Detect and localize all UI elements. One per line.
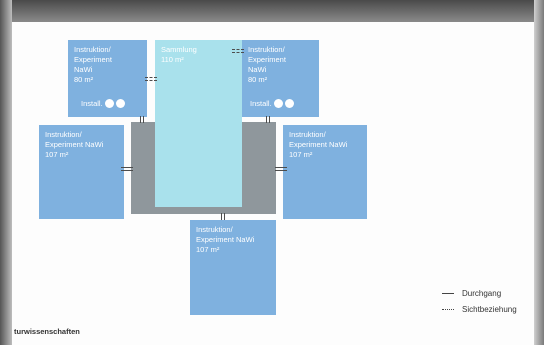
window-left-frame — [0, 0, 12, 345]
installation-dot-icon — [284, 99, 294, 108]
passage-connector-top-right — [266, 116, 270, 123]
room-top-left[interactable]: Instruktion/ Experiment NaWi 80 m² — [68, 40, 147, 117]
installation-marker-left: Install. — [81, 99, 125, 108]
legend-label: Sichtbeziehung — [462, 304, 517, 314]
room-bottom[interactable]: Instruktion/ Experiment NaWi 107 m² — [190, 220, 276, 315]
footer-caption: turwissenschaften — [14, 327, 80, 336]
room-name: Sammlung — [161, 45, 197, 54]
legend-label: Durchgang — [462, 288, 502, 298]
legend-item-sightline: Sichtbeziehung — [442, 301, 517, 317]
window-top-frame — [0, 0, 544, 22]
sightline-connector-top-left — [145, 77, 157, 81]
installation-marker-right: Install. — [250, 99, 294, 108]
legend: Durchgang Sichtbeziehung — [442, 285, 517, 317]
passage-connector-middle-left — [121, 167, 133, 171]
room-name: Instruktion/ Experiment NaWi — [74, 45, 112, 74]
installation-label: Install. — [81, 99, 103, 108]
dotted-line-icon — [442, 308, 454, 310]
installation-label: Install. — [250, 99, 272, 108]
passage-connector-bottom — [221, 213, 225, 220]
floorplan-canvas: Sammlung 110 m² Instruktion/ Experiment … — [12, 22, 534, 345]
window-right-frame — [534, 0, 544, 345]
room-area: 80 m² — [248, 75, 268, 84]
room-name: Instruktion/ Experiment NaWi — [289, 130, 348, 149]
sightline-connector-top-right — [232, 49, 244, 53]
room-area: 107 m² — [45, 150, 69, 159]
room-middle-right[interactable]: Instruktion/ Experiment NaWi 107 m² — [283, 125, 367, 219]
room-name: Instruktion/ Experiment NaWi — [45, 130, 104, 149]
installation-dot-icon — [104, 99, 114, 108]
room-area: 80 m² — [74, 75, 94, 84]
room-name: Instruktion/ Experiment NaWi — [196, 225, 255, 244]
room-area: 107 m² — [196, 245, 220, 254]
installation-dot-icon — [273, 99, 283, 108]
legend-item-passage: Durchgang — [442, 285, 517, 301]
passage-connector-middle-right — [275, 167, 287, 171]
solid-line-icon — [442, 292, 454, 294]
room-area: 107 m² — [289, 150, 313, 159]
room-sammlung[interactable]: Sammlung 110 m² — [155, 40, 242, 207]
installation-dot-icon — [115, 99, 125, 108]
passage-connector-top-left — [140, 116, 144, 123]
room-name: Instruktion/ Experiment NaWi — [248, 45, 286, 74]
room-area: 110 m² — [161, 55, 184, 64]
room-middle-left[interactable]: Instruktion/ Experiment NaWi 107 m² — [39, 125, 124, 219]
